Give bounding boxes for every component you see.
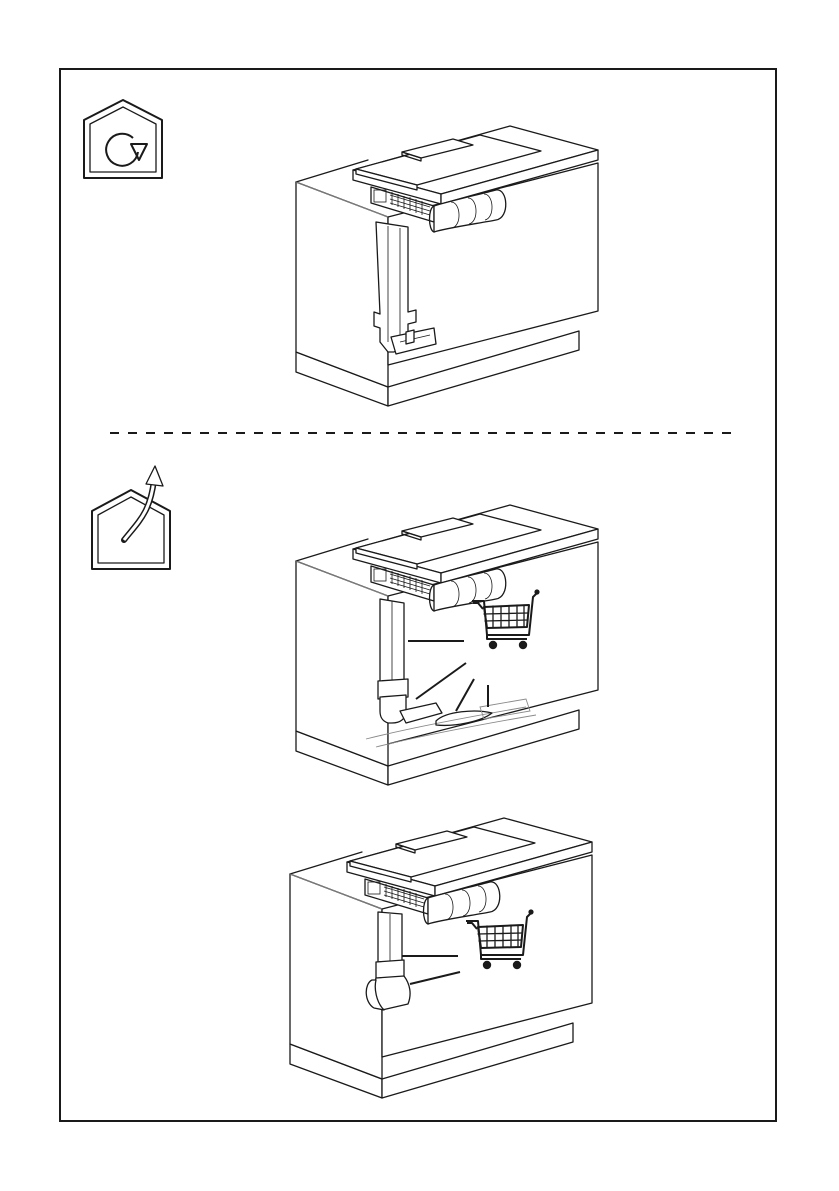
house-recirculation-icon: [84, 100, 162, 178]
illustration-extraction-plinth: [296, 505, 598, 785]
illustration-extraction-elbow: [290, 818, 592, 1098]
house-extraction-icon: [92, 466, 170, 569]
illustration-recirculation: [296, 126, 598, 406]
